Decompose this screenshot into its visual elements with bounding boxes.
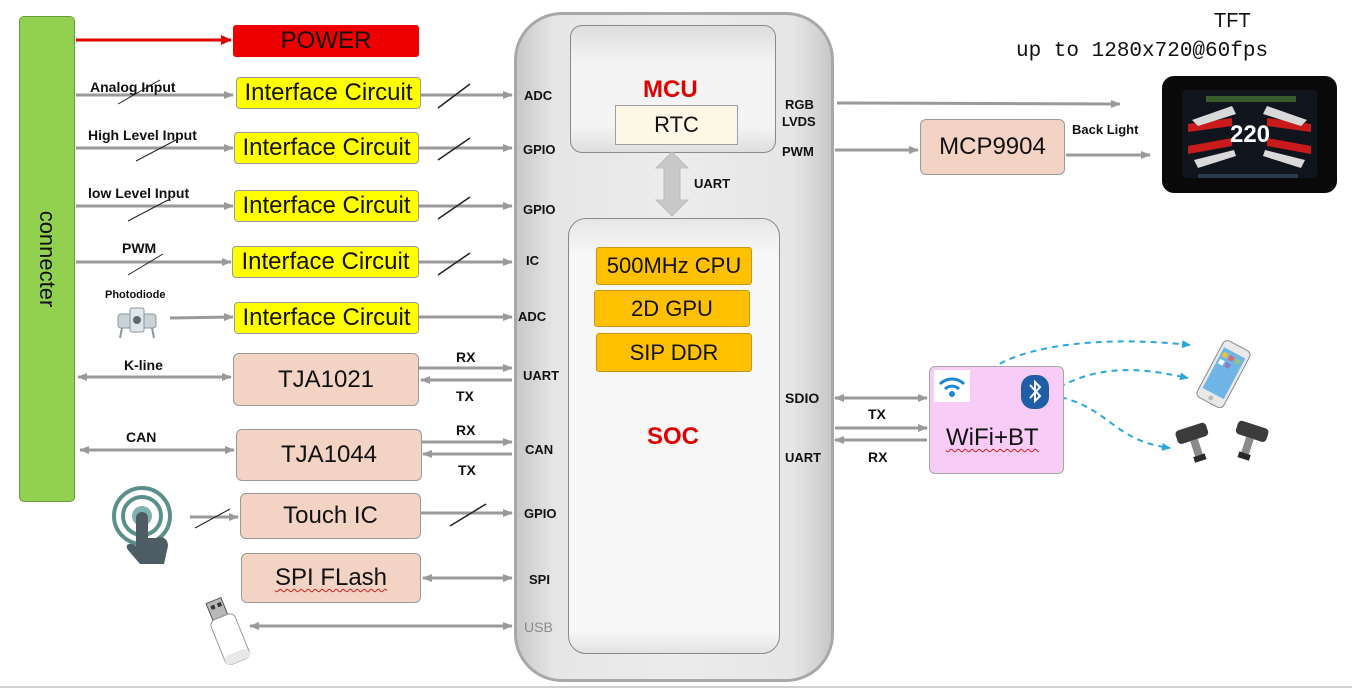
usb-stick-icon (205, 596, 250, 665)
pin-ic: IC (526, 253, 539, 268)
pin-rgb: RGB (785, 97, 814, 112)
pin-gpio-1: GPIO (523, 142, 556, 157)
interface-circuit-analog: Interface Circuit (236, 77, 421, 109)
wifi-bt-text: WiFi+BT (946, 424, 1039, 451)
low-level-input-label: low Level Input (88, 185, 190, 201)
spi-flash-block: SPI FLash (241, 553, 421, 603)
back-light-label: Back Light (1072, 122, 1139, 137)
tja1044-block: TJA1044 (236, 429, 422, 481)
tja1021-block: TJA1021 (233, 353, 419, 406)
kline-label: K-line (124, 357, 163, 373)
tft-subtitle: up to 1280x720@60fps (1016, 40, 1269, 63)
wifi-bt-label: WiFi+BT (946, 424, 1039, 452)
gpu-block: 2D GPU (594, 290, 750, 327)
touch-hand-icon (112, 486, 172, 564)
interface-circuit-low-level: Interface Circuit (234, 190, 419, 222)
connector-bar (19, 16, 75, 502)
power-block: POWER (233, 25, 419, 57)
interface-circuit-high-level: Interface Circuit (234, 132, 419, 164)
pin-usb: USB (524, 619, 553, 635)
wifi-rx-label: RX (868, 449, 888, 465)
phone-icon (1196, 340, 1251, 409)
interface-circuit-pwm: Interface Circuit (232, 246, 419, 278)
pin-gpio-2: GPIO (523, 202, 556, 217)
pin-spi: SPI (529, 572, 550, 587)
tja1021-rx-label: RX (456, 349, 476, 365)
pin-gpio-3: GPIO (524, 506, 557, 521)
tja1021-tx-label: TX (456, 388, 474, 404)
ddr-block: SIP DDR (596, 333, 752, 372)
interface-circuit-photodiode: Interface Circuit (234, 302, 419, 334)
tja1044-tx-label: TX (458, 462, 476, 478)
dashboard-graphic: 220 (1182, 90, 1317, 178)
pin-uart-right: UART (785, 450, 822, 465)
mcu-title: MCU (643, 76, 698, 103)
pin-uart-left: UART (523, 368, 560, 383)
pin-pwm-right: PWM (782, 144, 814, 159)
tja1044-rx-label: RX (456, 422, 476, 438)
bluetooth-icon (1020, 374, 1050, 410)
analog-input-label: Analog Input (90, 79, 176, 95)
tire-sensor-icon (1175, 420, 1269, 463)
photodiode-icon (117, 307, 157, 339)
wifi-icon (934, 370, 970, 402)
can-label: CAN (126, 429, 157, 445)
tft-screen: 220 (1162, 76, 1337, 193)
soc-title: SOC (647, 423, 700, 450)
pin-adc-1: ADC (524, 88, 553, 103)
photodiode-label: Photodiode (105, 289, 166, 301)
rtc-block: RTC (615, 105, 738, 145)
spi-flash-label: SPI FLash (274, 564, 388, 591)
cpu-block: 500MHz CPU (596, 247, 752, 285)
touch-ic-block: Touch IC (240, 493, 421, 539)
wifi-tx-label: TX (868, 406, 886, 422)
tft-speed: 220 (1230, 121, 1270, 148)
tft-title: TFT (1214, 10, 1251, 32)
pwm-input-label: PWM (122, 240, 157, 256)
mcp9904-block: MCP9904 (920, 119, 1065, 175)
pin-adc-2: ADC (518, 309, 547, 324)
pin-can: CAN (525, 442, 554, 457)
uart-link-label: UART (694, 176, 731, 191)
high-level-input-label: High Level Input (88, 127, 197, 143)
pin-lvds: LVDS (782, 114, 816, 129)
pin-sdio: SDIO (785, 390, 820, 406)
